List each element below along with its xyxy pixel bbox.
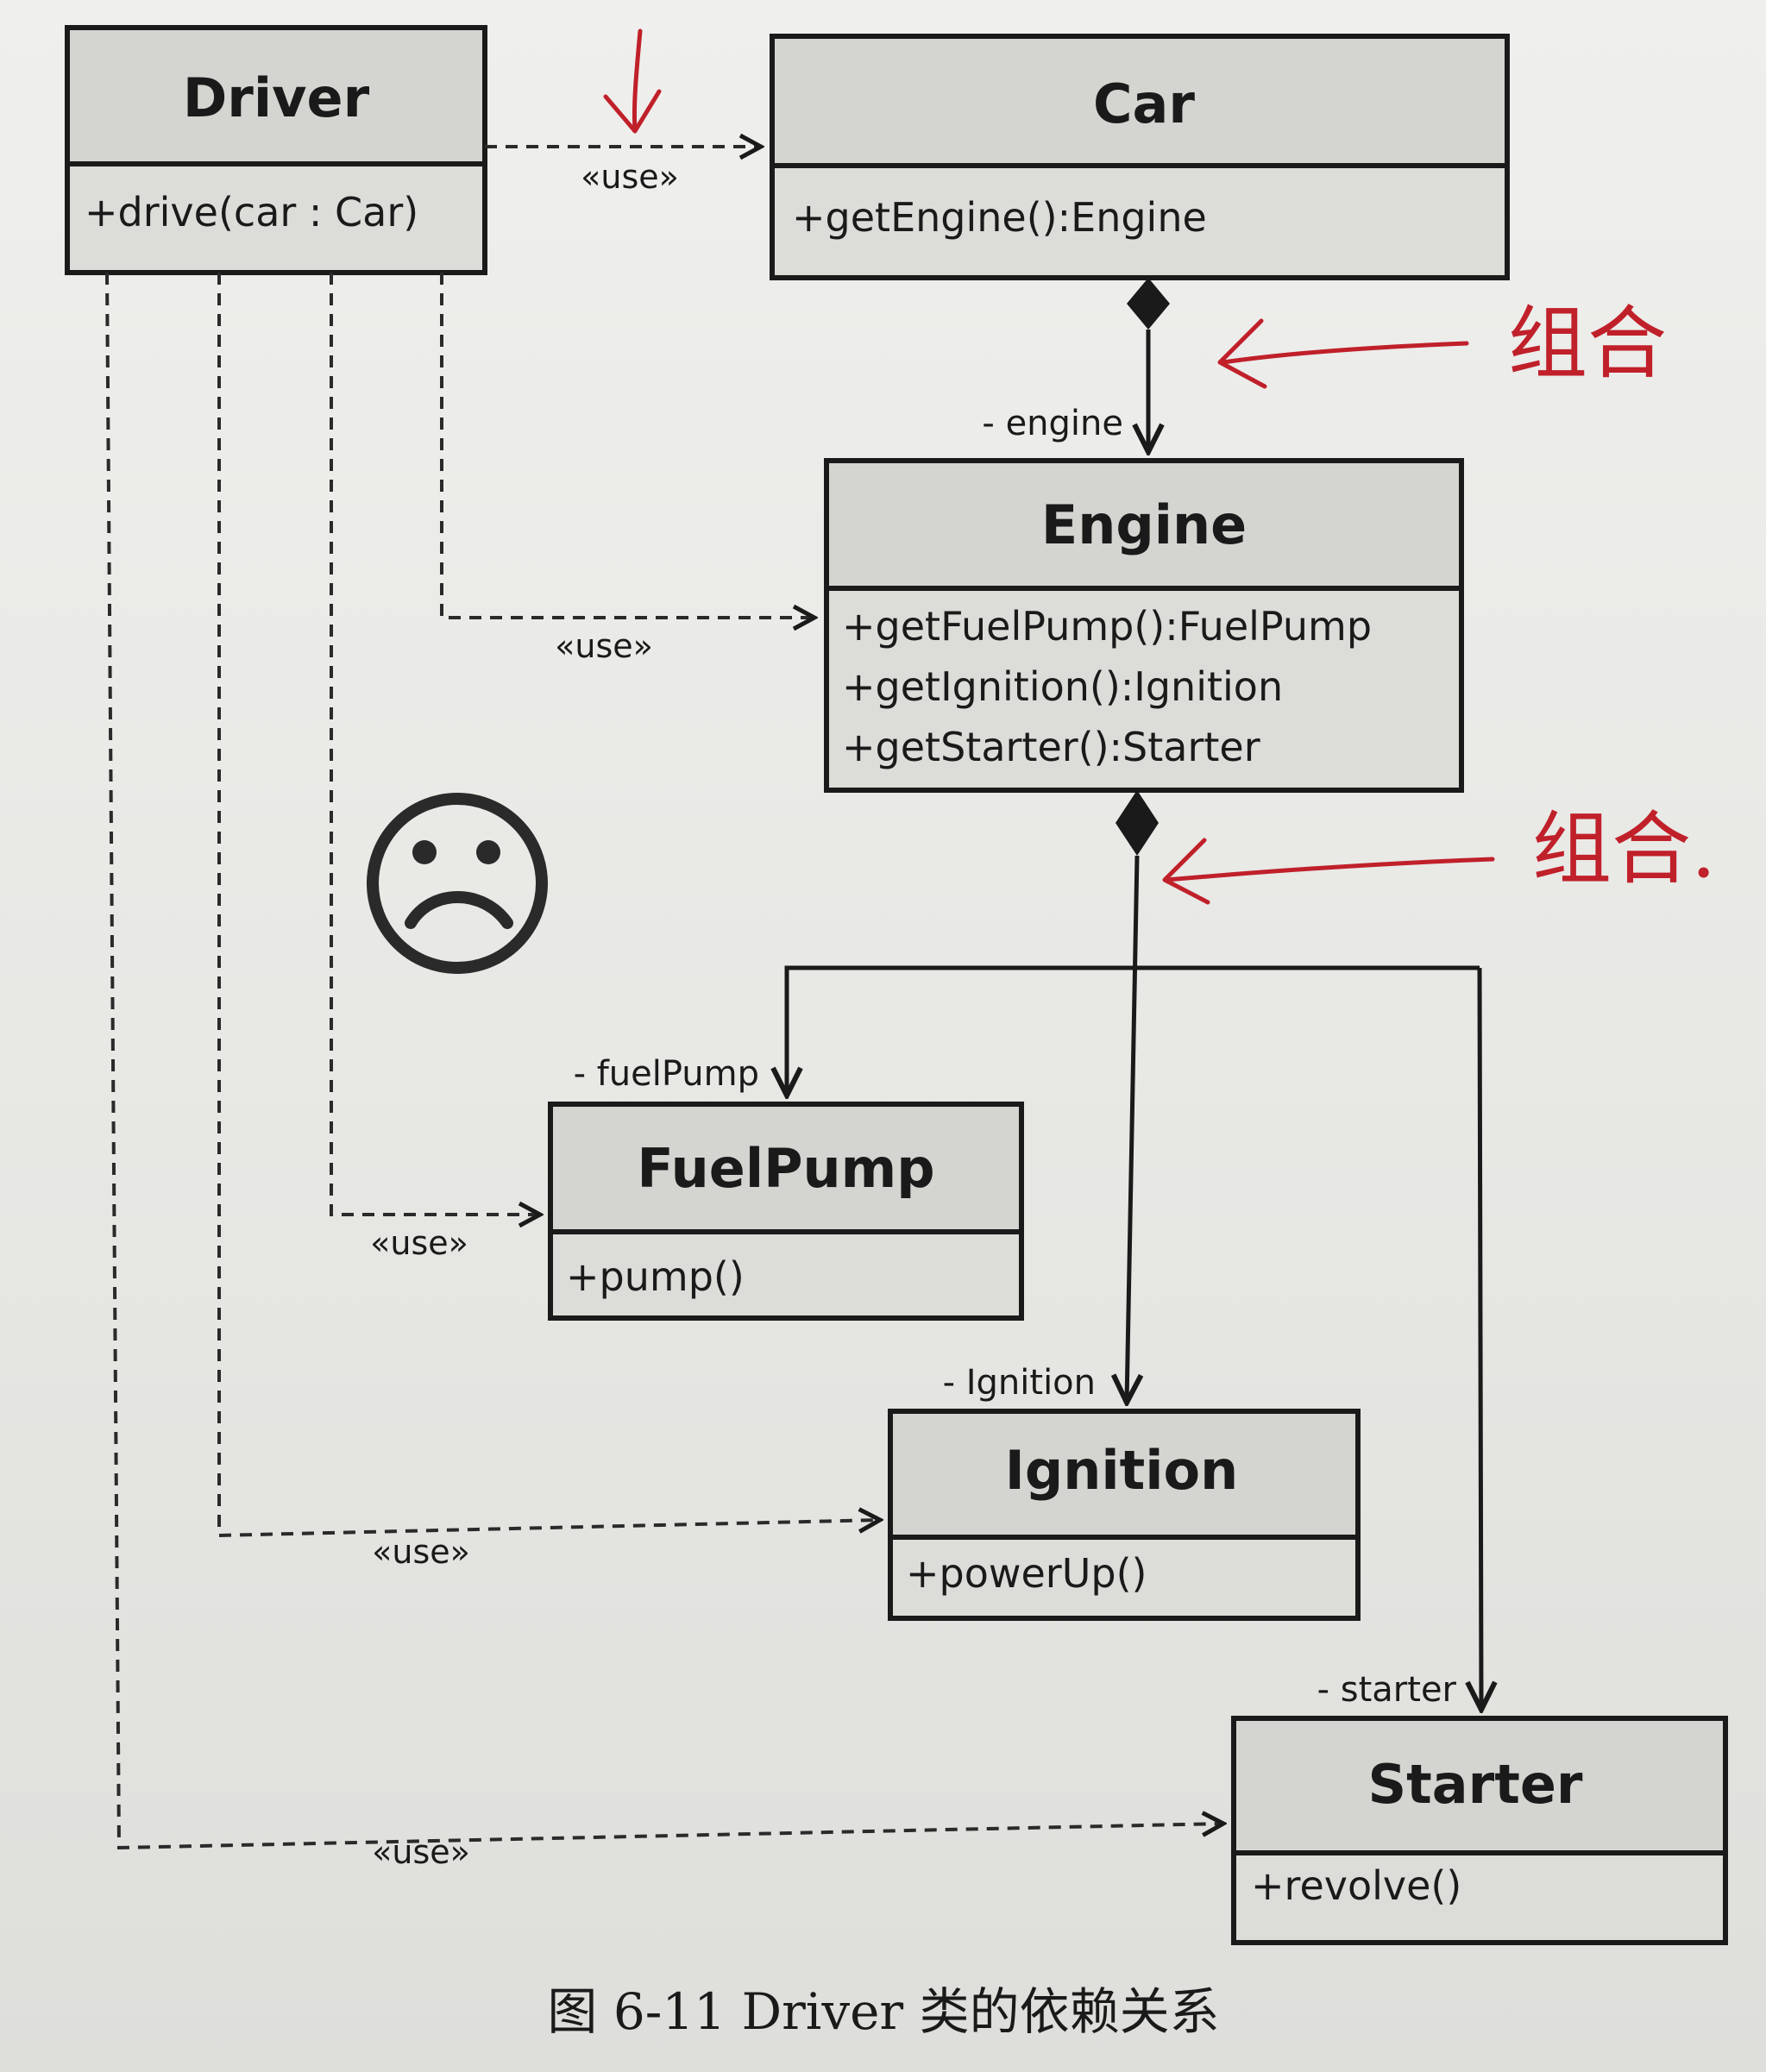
use-label-car: «use» <box>581 158 679 196</box>
class-ignition-name: Ignition <box>1005 1439 1238 1502</box>
handwritten-composition-note-2: 组合. <box>1162 803 1716 905</box>
role-ignition: - Ignition <box>943 1363 1096 1403</box>
assoc-engine-fuelpump <box>787 965 1480 1096</box>
class-car-method-getengine: +getEngine():Engine <box>792 194 1207 241</box>
annotation-composition-2: 组合. <box>1532 803 1716 895</box>
class-starter-name: Starter <box>1368 1753 1583 1816</box>
dependency-driver-starter: «use» <box>105 272 1223 1871</box>
sad-face-icon <box>367 793 548 974</box>
class-fuelpump-method-pump: +pump() <box>566 1253 745 1300</box>
class-engine-name: Engine <box>1041 493 1247 556</box>
class-fuelpump: FuelPump +pump() <box>548 1102 1024 1321</box>
use-label-starter: «use» <box>372 1833 470 1871</box>
class-car: Car +getEngine():Engine <box>770 34 1510 280</box>
composition-diamond-icon <box>1116 790 1159 856</box>
class-ignition: Ignition +powerUp() <box>888 1409 1361 1621</box>
class-driver-method-drive: +drive(car : Car) <box>85 189 418 235</box>
class-starter: Starter +revolve() <box>1231 1716 1728 1945</box>
class-driver-name: Driver <box>183 66 370 129</box>
composition-engine-parts: - fuelPump - Ignition - starter <box>574 790 1481 1710</box>
dependency-driver-engine: «use» <box>440 273 814 665</box>
class-car-name: Car <box>1093 72 1195 135</box>
dependency-driver-car: «use» <box>485 147 761 196</box>
role-fuelpump: - fuelPump <box>574 1054 759 1094</box>
class-driver: Driver +drive(car : Car) <box>65 25 487 275</box>
class-engine-method-getfuelpump: +getFuelPump():FuelPump <box>842 603 1372 650</box>
dependency-driver-ignition: «use» <box>217 273 880 1571</box>
role-starter: - starter <box>1317 1670 1457 1710</box>
use-label-engine: «use» <box>555 627 653 665</box>
class-fuelpump-name: FuelPump <box>637 1137 934 1200</box>
dependency-driver-fuelpump: «use» <box>330 273 540 1262</box>
handwritten-composition-note-1: 组合 <box>1217 298 1667 390</box>
role-engine: - engine <box>982 404 1123 443</box>
assoc-engine-starter <box>1480 967 1481 1710</box>
handwritten-arrow-top <box>603 28 662 134</box>
composition-car-engine: - engine <box>982 278 1170 452</box>
use-label-fuelpump: «use» <box>370 1224 468 1262</box>
figure-caption: 图 6-11 Driver 类的依赖关系 <box>547 1982 1219 2041</box>
class-engine-method-getstarter: +getStarter():Starter <box>842 724 1260 770</box>
assoc-engine-ignition <box>1127 855 1137 1403</box>
class-ignition-method-powerup: +powerUp() <box>906 1550 1147 1597</box>
use-label-ignition: «use» <box>372 1533 470 1571</box>
class-starter-method-revolve: +revolve() <box>1251 1862 1461 1909</box>
class-engine: Engine +getFuelPump():FuelPump +getIgnit… <box>824 458 1464 793</box>
composition-diamond-icon <box>1127 278 1170 330</box>
class-engine-method-getignition: +getIgnition():Ignition <box>842 663 1283 710</box>
annotation-composition-1: 组合 <box>1508 298 1667 390</box>
